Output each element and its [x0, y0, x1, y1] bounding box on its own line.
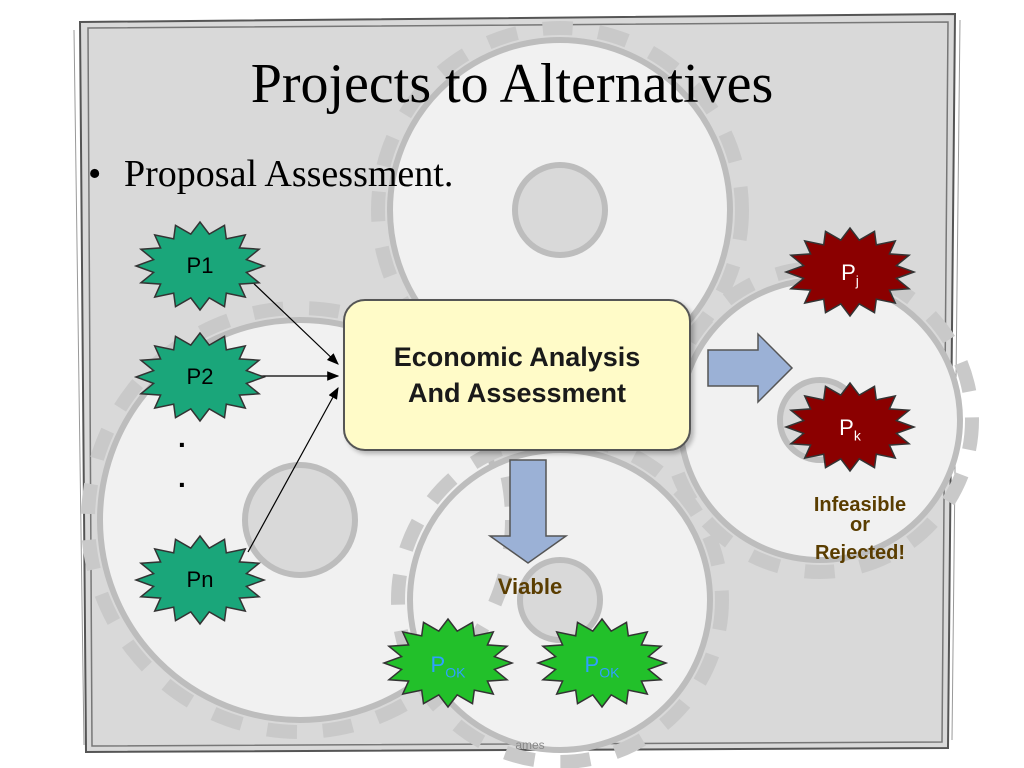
viable-pok-1-label: POK [430, 652, 466, 681]
connector-pn [247, 386, 339, 553]
box-line-2: And Assessment [407, 378, 627, 408]
infeasible-caption: Infeasible or Rejected! [790, 495, 930, 563]
economic-analysis-box: Economic Analysis And Assessment [343, 299, 691, 451]
proposal-p1-label: P1 [186, 253, 214, 278]
proposal-p2-label: P2 [186, 364, 214, 389]
viable-caption: Viable [497, 574, 563, 599]
rejected-pk-label: Pk [839, 415, 861, 444]
viable-pok-2-star-icon [535, 617, 669, 709]
footer-text: ames [515, 738, 545, 752]
proposal-pn-star-icon [133, 534, 267, 626]
gear-bottom-icon [407, 447, 713, 753]
viable-pok-1-star-icon [381, 617, 515, 709]
infeasible-caption-line1: Infeasible [813, 494, 907, 516]
infeasible-caption-line3: Rejected! [814, 542, 906, 564]
rejected-pk-star-icon [783, 381, 917, 473]
rejected-pj-label: Pj [841, 260, 859, 289]
connector-p1 [247, 277, 339, 365]
gear-large-icon [387, 37, 733, 383]
infeasible-caption-line2: or [850, 514, 870, 536]
star-badges [133, 220, 917, 709]
ellipsis-dots: . . [178, 422, 186, 493]
slide-title: Projects to Alternatives [250, 53, 774, 115]
viable-pok-2-label: POK [584, 652, 620, 681]
bullet-item: • Proposal Assessment. [88, 152, 453, 196]
box-line-1: Economic Analysis [393, 342, 641, 372]
bullet-dot-icon: • [88, 153, 102, 195]
proposal-p1-star-icon [133, 220, 267, 312]
down-block-arrow [487, 459, 569, 564]
proposal-pn-label: Pn [186, 567, 214, 592]
proposal-p2-star-icon [133, 331, 267, 423]
right-block-arrow [707, 332, 794, 404]
bullet-text: Proposal Assessment. [124, 153, 454, 195]
rejected-pj-star-icon [783, 226, 917, 318]
proposal-connectors [247, 277, 340, 553]
